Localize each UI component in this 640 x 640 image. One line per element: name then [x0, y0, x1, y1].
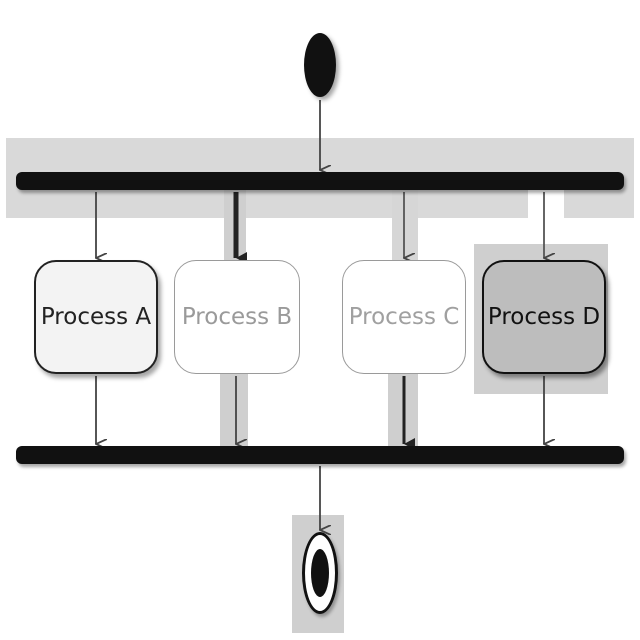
end-node — [302, 532, 338, 614]
edge-highlight-b — [224, 190, 246, 260]
process-d-label: Process D — [487, 304, 601, 330]
edge-highlight-b-join — [220, 372, 248, 446]
end-node-dot — [311, 549, 329, 597]
process-d-node[interactable]: Process D — [482, 260, 606, 374]
fork-bar — [16, 172, 624, 190]
edge-highlight-c-join — [388, 372, 418, 446]
process-c-node[interactable]: Process C — [342, 260, 466, 374]
edge-highlight-c — [392, 185, 418, 260]
process-c-label: Process C — [348, 304, 460, 330]
process-a-node[interactable]: Process A — [34, 260, 158, 374]
process-b-node[interactable]: Process B — [174, 260, 300, 374]
process-a-label: Process A — [40, 304, 152, 330]
start-node — [304, 33, 336, 97]
process-b-label: Process B — [181, 304, 293, 330]
join-bar — [16, 446, 624, 464]
